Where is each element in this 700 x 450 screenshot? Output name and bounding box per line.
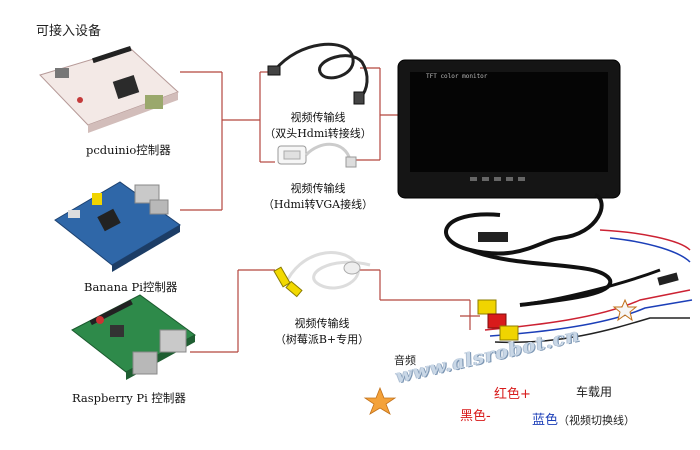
cable-detail: （Hdmi转VGA接线） bbox=[262, 198, 374, 211]
monitor-image bbox=[397, 59, 621, 199]
blue-wire-note: （视频切换线） bbox=[558, 414, 636, 427]
black-wire-label: 黑色- bbox=[460, 409, 491, 424]
car-use-label: 车载用 bbox=[576, 385, 613, 399]
blue-wire-color: 蓝色 bbox=[532, 413, 559, 428]
cable-caption-vga: 视频传输线 （Hdmi转VGA接线） bbox=[258, 181, 378, 213]
banana-pi-board-image bbox=[54, 181, 181, 272]
device-connector-lines bbox=[180, 67, 480, 353]
device-label-raspberry-pi: Raspberry Pi 控制器 bbox=[72, 391, 186, 405]
cable-caption-hdmi: 视频传输线 （双头Hdmi转接线） bbox=[258, 110, 378, 142]
pcduino-board-image bbox=[39, 45, 179, 133]
hdmi-cable-image bbox=[267, 42, 369, 105]
device-label-pcduino: pcduinio控制器 bbox=[86, 143, 171, 157]
audio-label: 音频 bbox=[394, 354, 416, 367]
monitor-brand-text: TFT color monitor bbox=[426, 73, 488, 80]
cable-detail: （树莓派B+专用） bbox=[274, 333, 370, 346]
page-title: 可接入设备 bbox=[36, 24, 102, 39]
device-label-banana-pi: Banana Pi控制器 bbox=[84, 280, 178, 294]
raspberry-pi-board-image bbox=[71, 294, 196, 380]
red-wire-label: 红色+ bbox=[494, 387, 531, 402]
cable-detail: （双头Hdmi转接线） bbox=[264, 127, 372, 140]
cable-caption-rca: 视频传输线 （树莓派B+专用） bbox=[262, 316, 382, 348]
cable-name: 视频传输线 bbox=[294, 317, 350, 330]
rca-cable-image bbox=[273, 251, 371, 298]
monitor-cable-image bbox=[444, 193, 693, 344]
watermark-star-icons bbox=[363, 298, 638, 415]
cable-name: 视频传输线 bbox=[290, 182, 346, 195]
rca-connectors-image bbox=[477, 299, 519, 341]
vga-adapter-image bbox=[277, 142, 357, 168]
cable-name: 视频传输线 bbox=[290, 111, 346, 124]
blue-wire-label: 蓝色（视频切换线） bbox=[532, 409, 635, 428]
